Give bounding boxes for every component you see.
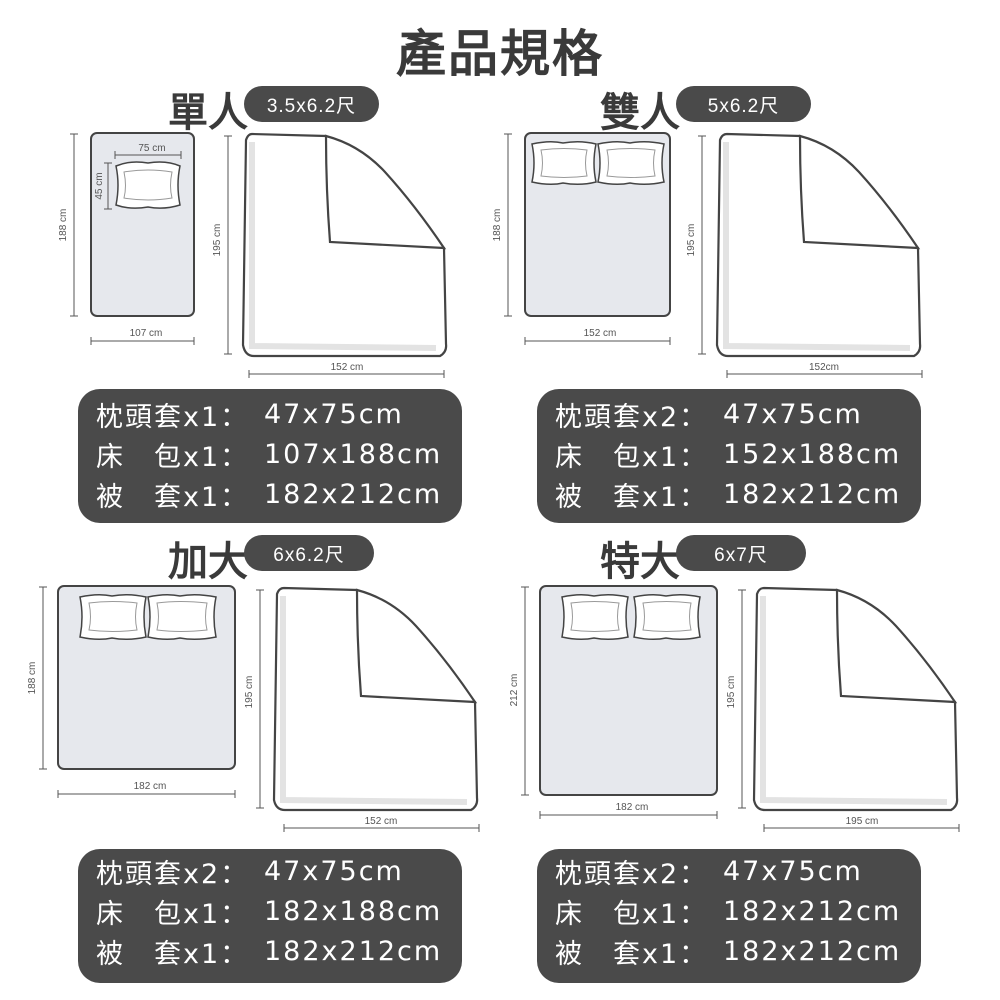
spec-label: 床 包x1：: [96, 441, 250, 473]
duvet-fold: [798, 134, 921, 250]
sheet-height-label: 188 cm: [58, 209, 69, 242]
sheet-width-label: 182 cm: [616, 802, 649, 813]
spec-label: 被 套x1：: [555, 481, 709, 513]
size-dims-badge: 3.5x6.2尺: [244, 86, 379, 122]
spec-value: 182x188cm: [264, 895, 443, 927]
pillow-height-label: 45 cm: [94, 172, 105, 199]
size-name: 特大: [600, 539, 680, 585]
size-dims-badge: 6x7尺: [676, 535, 806, 571]
pillow: [597, 140, 665, 186]
sheet-height-label: 188 cm: [492, 209, 503, 242]
spec-row: 枕頭套x2： 47x75cm: [555, 851, 911, 891]
spec-row: 床 包x1： 152x188cm: [555, 434, 911, 474]
spec-row: 被 套x1： 182x212cm: [96, 931, 452, 971]
size-king-diagram: 212 cm 182 cm 195 cm 195 cm: [509, 585, 960, 832]
spec-box: 枕頭套x1： 47x75cm 床 包x1： 107x188cm 被 套x1： 182x…: [78, 389, 462, 523]
spec-label: 枕頭套x2：: [555, 858, 709, 890]
sheet-width-label: 182 cm: [134, 781, 167, 792]
spec-value: 47x75cm: [264, 855, 404, 887]
spec-label: 被 套x1：: [96, 938, 250, 970]
duvet-width-label: 195 cm: [846, 816, 879, 827]
duvet: [752, 586, 959, 812]
size-queen-section: 加大 6x6.2尺 188 cm 182 cm 195 cm 152 cm 枕頭…: [0, 0, 500, 983]
duvet-height-label: 195 cm: [212, 224, 223, 257]
sheet-width-label: 152 cm: [584, 328, 617, 339]
spec-value: 47x75cm: [723, 398, 863, 430]
size-single-diagram: 75 cm 45 cm 188 cm 107 cm 195 cm 152 cm: [58, 132, 448, 378]
size-name: 雙人: [600, 90, 680, 136]
spec-label: 床 包x1：: [555, 898, 709, 930]
spec-value: 47x75cm: [723, 855, 863, 887]
size-queen-diagram: 188 cm 182 cm 195 cm 152 cm: [27, 585, 480, 832]
pillow: [115, 161, 181, 209]
duvet-fold: [355, 588, 478, 704]
size-dims-badge: 5x6.2尺: [676, 86, 811, 122]
spec-value: 182x212cm: [723, 895, 902, 927]
duvet: [715, 132, 922, 358]
duvet-height-label: 195 cm: [726, 676, 737, 709]
duvet-height-label: 195 cm: [244, 676, 255, 709]
spec-label: 被 套x1：: [555, 938, 709, 970]
page-title: 產品規格: [396, 25, 604, 83]
duvet: [272, 586, 479, 812]
duvet-width-label: 152 cm: [365, 816, 398, 827]
spec-value: 182x212cm: [723, 935, 902, 967]
spec-value: 152x188cm: [723, 438, 902, 470]
pillow: [633, 593, 701, 641]
spec-row: 枕頭套x1： 47x75cm: [96, 394, 452, 434]
spec-label: 枕頭套x2：: [96, 858, 250, 890]
spec-label: 床 包x1：: [555, 441, 709, 473]
sheet-width-label: 107 cm: [130, 328, 163, 339]
spec-row: 枕頭套x2： 47x75cm: [96, 851, 452, 891]
spec-value: 182x212cm: [264, 935, 443, 967]
pillow: [531, 140, 597, 186]
spec-row: 被 套x1： 182x212cm: [555, 474, 911, 514]
duvet-width-label: 152cm: [809, 362, 839, 373]
spec-row: 床 包x1： 182x188cm: [96, 891, 452, 931]
size-double-diagram: 188 cm 152 cm 195 cm 152cm: [492, 132, 923, 378]
spec-row: 床 包x1： 107x188cm: [96, 434, 452, 474]
pillow: [561, 593, 629, 641]
size-name: 單人: [168, 90, 248, 136]
spec-label: 枕頭套x1：: [96, 401, 250, 433]
duvet-fold: [324, 134, 447, 250]
size-king-section: 特大 6x7尺 212 cm 182 cm 195 cm 195 cm 枕頭套x…: [0, 0, 960, 983]
pillow: [79, 593, 147, 641]
spec-label: 床 包x1：: [96, 898, 250, 930]
spec-row: 被 套x1： 182x212cm: [555, 931, 911, 971]
spec-box: 枕頭套x2： 47x75cm 床 包x1： 182x188cm 被 套x1： 182x…: [78, 849, 462, 983]
spec-row: 枕頭套x2： 47x75cm: [555, 394, 911, 434]
size-single-section: 單人 3.5x6.2尺 75 cm 45 cm 188 cm 107 cm 19…: [0, 0, 500, 523]
duvet: [241, 132, 448, 358]
spec-row: 床 包x1： 182x212cm: [555, 891, 911, 931]
pillow-width-label: 75 cm: [138, 143, 165, 154]
sheet-height-label: 212 cm: [509, 674, 520, 707]
spec-label: 枕頭套x2：: [555, 401, 709, 433]
size-double-section: 雙人 5x6.2尺 188 cm 152 cm 195 cm 152cm 枕頭套…: [0, 0, 923, 523]
duvet-fold: [835, 588, 958, 704]
size-name: 加大: [168, 539, 248, 585]
duvet-width-label: 152 cm: [331, 362, 364, 373]
duvet-height-label: 195 cm: [686, 224, 697, 257]
spec-row: 被 套x1： 182x212cm: [96, 474, 452, 514]
spec-value: 182x212cm: [264, 478, 443, 510]
spec-value: 182x212cm: [723, 478, 902, 510]
spec-value: 107x188cm: [264, 438, 443, 470]
spec-box: 枕頭套x2： 47x75cm 床 包x1： 152x188cm 被 套x1： 182x…: [537, 389, 921, 523]
pillow: [147, 593, 217, 641]
sheet-height-label: 188 cm: [27, 662, 38, 695]
spec-label: 被 套x1：: [96, 481, 250, 513]
spec-value: 47x75cm: [264, 398, 404, 430]
spec-box: 枕頭套x2： 47x75cm 床 包x1： 182x212cm 被 套x1： 182x…: [537, 849, 921, 983]
size-dims-badge: 6x6.2尺: [244, 535, 374, 571]
